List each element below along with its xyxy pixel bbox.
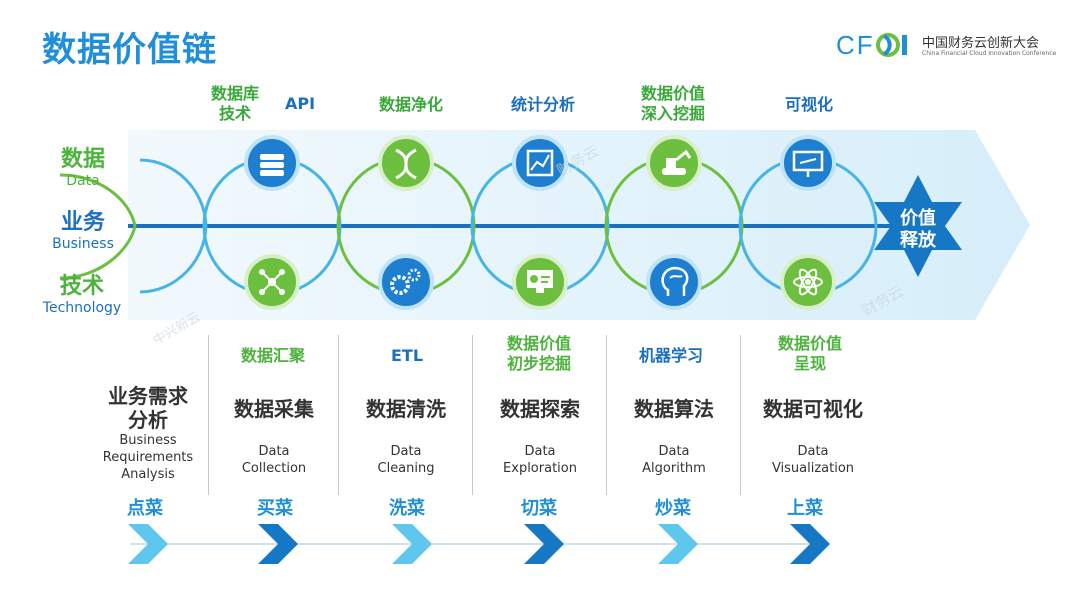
column-divider: [208, 335, 209, 495]
row-data: 数据 Data: [38, 141, 128, 189]
dish-cut: 切菜: [521, 498, 557, 519]
row-business: 业务 Business: [38, 204, 128, 252]
top-label-api: API: [284, 94, 316, 113]
dish-buy: 买菜: [257, 498, 293, 519]
column-divider: [338, 335, 339, 495]
logo-text-cn: 中国财务云创新大会: [922, 36, 1040, 51]
bottom-label-aggregation: 数据汇聚: [240, 346, 305, 365]
chevron-right-icon: [658, 524, 698, 564]
network-icon: [244, 254, 300, 310]
step-en-line: Data: [390, 444, 422, 459]
dish-serve: 上菜: [787, 498, 823, 519]
step-cn-line: 分析: [128, 408, 168, 432]
value-release-label: 价值 释放: [888, 208, 948, 252]
step-en-line: Analysis: [121, 467, 175, 482]
bottom-label-etl: ETL: [390, 346, 424, 365]
database-icon: [244, 135, 300, 191]
step-en-line: Visualization: [771, 461, 855, 476]
row-technology: 技术 Technology: [34, 268, 130, 316]
row-data-en: Data: [66, 173, 100, 189]
step-en-line: Data: [524, 444, 556, 459]
bottom-label-line: 初步挖掘: [506, 354, 571, 373]
step-cn-line: 业务需求: [108, 384, 188, 408]
bottom-label-line: 数据价值: [777, 334, 842, 353]
value-chain-band: [59, 130, 1030, 320]
top-label-line: 数据库: [210, 84, 259, 103]
top-label-line: 深入挖掘: [640, 104, 705, 123]
bottom-label-value-present: 数据价值 呈现: [762, 334, 858, 374]
bottom-label-line: 数据价值: [506, 334, 571, 353]
bottom-label-initial-mining: 数据价值 初步挖掘: [494, 334, 584, 374]
logo-text-en: China Financial Cloud Innovation Confere…: [922, 50, 1057, 57]
row-technology-en: Technology: [42, 300, 122, 316]
step-en-line: Business: [119, 433, 177, 448]
chevron-right-icon: [790, 524, 830, 564]
top-label-statistics: 统计分析: [510, 95, 575, 114]
step-collection: 数据采集 Data Collection: [214, 397, 334, 477]
column-divider: [472, 335, 473, 495]
monitor-chart-icon: [512, 254, 568, 310]
row-data-cn: 数据: [60, 147, 105, 172]
step-cleaning: 数据清洗 Data Cleaning: [346, 397, 466, 477]
step-en-line: Data: [658, 444, 690, 459]
svg-text:CF: CF: [836, 30, 875, 60]
row-business-en: Business: [52, 236, 114, 252]
brain-head-icon: [646, 254, 702, 310]
value-release-star: [874, 175, 962, 277]
process-arrows: [128, 524, 830, 564]
top-label-database-tech: 数据库 技术: [200, 84, 270, 124]
column-divider: [606, 335, 607, 495]
step-en-line: Data: [797, 444, 829, 459]
star-label-line-2: 释放: [900, 230, 936, 251]
excavator-icon: [646, 135, 702, 191]
chevron-right-icon: [128, 524, 168, 564]
presentation-icon: [780, 135, 836, 191]
left-wave: [59, 173, 137, 280]
step-cn-line: 数据可视化: [763, 397, 863, 421]
step-en-line: Collection: [241, 461, 307, 476]
step-en-line: Requirements: [102, 450, 194, 465]
atom-icon: [780, 254, 836, 310]
row-business-cn: 业务: [60, 210, 105, 235]
top-label-data-purify: 数据净化: [378, 95, 443, 114]
step-cn-line: 数据采集: [234, 397, 314, 421]
step-algorithm: 数据算法 Data Algorithm: [614, 397, 734, 477]
page-title: 数据价值链: [42, 30, 217, 70]
chevron-right-icon: [524, 524, 564, 564]
step-en-line: Algorithm: [642, 461, 706, 476]
left-wave-3: [139, 225, 208, 294]
step-en-line: Data: [258, 444, 290, 459]
step-exploration: 数据探索 Data Exploration: [480, 397, 600, 477]
chevron-right-icon: [392, 524, 432, 564]
top-label-line: 数据价值: [640, 84, 705, 103]
column-divider: [740, 335, 741, 495]
top-label-line: 技术: [218, 104, 251, 123]
step-requirements: 业务需求 分析 Business Requirements Analysis: [88, 384, 208, 483]
top-label-deep-mining: 数据价值 深入挖掘: [628, 84, 718, 124]
left-wave-2: [139, 158, 208, 227]
row-technology-cn: 技术: [59, 274, 104, 299]
dish-cook: 炒菜: [655, 498, 691, 519]
gears-icon: [378, 254, 434, 310]
chart-search-icon: [512, 135, 568, 191]
dish-wash: 洗菜: [389, 498, 425, 519]
bottom-label-line: 呈现: [793, 354, 826, 373]
step-visualization: 数据可视化 Data Visualization: [748, 397, 878, 477]
chevron-right-icon: [258, 524, 298, 564]
top-label-visualization: 可视化: [784, 95, 833, 114]
step-cn-line: 数据探索: [500, 397, 580, 421]
step-en-line: Exploration: [503, 461, 577, 476]
step-cn-line: 数据算法: [634, 397, 714, 421]
step-cn-line: 数据清洗: [366, 397, 446, 421]
dish-order: 点菜: [127, 498, 163, 519]
dna-icon: [378, 135, 434, 191]
bottom-label-machine-learning: 机器学习: [638, 346, 703, 365]
cfci-logo: CF 中国财务云创新大会 China Financial Cloud Innov…: [836, 28, 1056, 62]
cfci-logo-mark: CF: [836, 30, 907, 60]
step-en-line: Cleaning: [377, 461, 435, 476]
star-label-line-1: 价值: [900, 208, 936, 229]
